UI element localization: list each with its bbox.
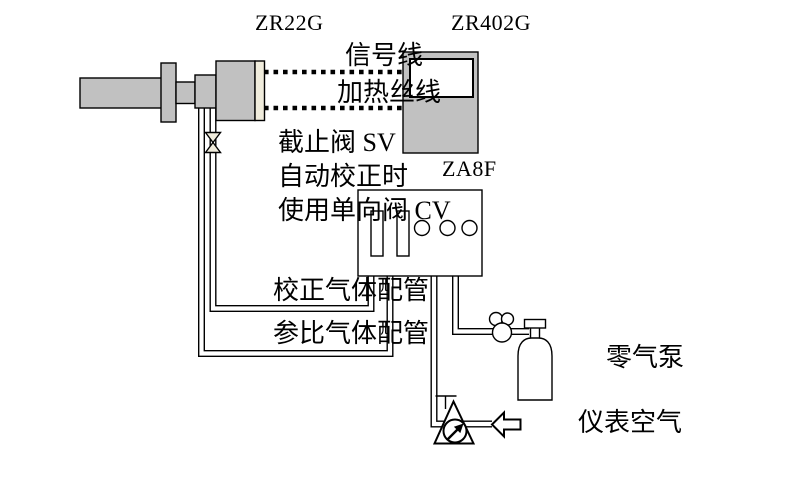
pump-arrow-head [453,423,464,434]
flowmeter-2 [396,210,410,257]
probe-connector [175,81,196,105]
label-za8f: ZA8F [442,156,497,181]
valve-knob-1 [413,219,431,237]
pressure-regulator-icon [488,311,515,343]
instrument-air-arrow-icon [490,410,522,439]
reference-gas-pipe-inner [199,106,393,356]
valve-knob-3 [461,219,478,237]
probe-tube [79,77,163,109]
cylinder-body [517,337,553,401]
stop-valve-lower-triangle [204,141,222,154]
probe-zr22g [79,60,266,123]
label-heater-line: 加热丝线 [337,78,441,107]
label-zr22g: ZR22G [255,10,324,35]
converter-display-window [409,58,474,98]
zero-gas-pipe-inner [431,274,492,427]
cylinder-cap [523,318,547,329]
cylinder-neck [529,328,541,338]
gas-cylinder-icon [517,318,553,401]
probe-end-cap [254,60,266,122]
flowmeter-1 [370,210,384,257]
regulator-body [491,322,513,343]
calibration-gas-pipe-inner [210,106,374,311]
label-zero-gas-pump: 零气泵 [606,343,684,372]
label-instrument-air: 仪表空气 [578,408,682,437]
label-cal-gas-pipe: 校正气体配管 [273,276,429,305]
zero-gas-pipe [430,274,492,428]
stop-valve-icon [204,131,222,154]
pump-top-fitting [435,395,457,409]
label-auto-cal-1: 自动校正时 [278,162,408,191]
flow-setting-unit-za8f [357,189,483,277]
label-ref-gas-pipe: 参比气体配管 [273,319,429,348]
converter-zr402g [402,51,479,154]
probe-flange [160,62,177,123]
piping-layer [198,106,529,428]
probe-body [215,60,256,122]
zero-gas-pump-icon [432,395,476,445]
label-stop-valve: 截止阀 SV [278,128,396,157]
label-zr402g: ZR402G [451,10,531,35]
stop-valve-upper-triangle [204,131,222,144]
label-signal-line: 信号线 [345,41,423,70]
probe-mount-block [194,74,217,109]
label-auto-cal-2: 使用单向阀 CV [278,196,451,225]
valve-knob-2 [439,219,456,237]
